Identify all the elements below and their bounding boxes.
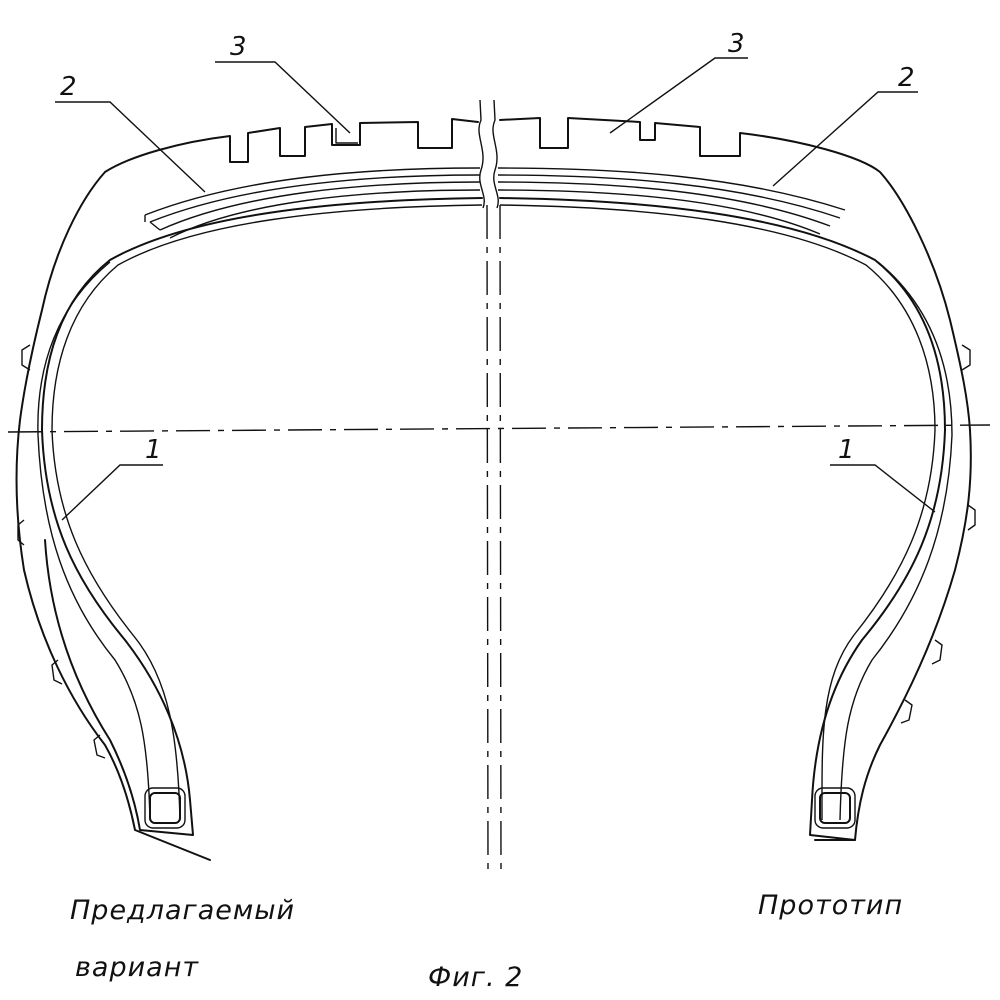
right-belt-layer-4 [497, 189, 821, 235]
left-bead-core [149, 792, 181, 824]
horizontal-center-axis [7, 424, 991, 433]
leader-right-carcass [830, 464, 936, 513]
leader-right-belt [772, 91, 918, 187]
right-half-prototype [497, 117, 976, 841]
center-break-line-right [492, 99, 499, 209]
callout-right-tread: 3 [728, 29, 745, 59]
proposed-variant-label-line1: Предлагаемый [70, 895, 296, 926]
callout-right-carcass: 1 [838, 435, 855, 465]
prototype-label: Прототип [758, 890, 904, 921]
left-carcass-ply-b [37, 261, 151, 821]
right-belt-layer-2 [497, 174, 841, 219]
right-carcass-ply-b [839, 261, 953, 821]
left-sidewall-ribs [17, 344, 106, 759]
callout-left-carcass: 1 [145, 435, 162, 465]
figure-caption: Фиг. 2 [428, 962, 524, 993]
left-belt-layer-3 [159, 181, 481, 231]
proposed-variant-label-line2: вариант [75, 952, 200, 983]
callout-left-tread: 3 [230, 32, 247, 62]
right-sidewall-ribs [900, 344, 976, 724]
left-belt-layer-4 [169, 189, 481, 239]
right-bead-core [819, 792, 851, 824]
callout-right-belt: 2 [898, 63, 915, 93]
left-half-proposed [15, 118, 483, 861]
left-carcass-ply-a [51, 204, 483, 821]
center-break-line-left [478, 99, 485, 209]
callout-left-belt: 2 [60, 72, 77, 102]
vertical-center-axis-right [499, 204, 502, 871]
vertical-center-axis-left [486, 204, 489, 871]
leader-left-belt [55, 101, 206, 193]
right-bead-wrap [814, 787, 856, 829]
left-belt-edge [144, 215, 161, 231]
leader-left-carcass [61, 464, 163, 521]
leader-right-tread [609, 57, 748, 134]
right-carcass-ply-a [499, 204, 936, 821]
right-outer-contour [499, 117, 972, 841]
left-bead-wrap [144, 787, 186, 829]
leader-left-tread [215, 61, 351, 134]
right-belt-layer-3 [497, 181, 831, 227]
left-outer-contour [15, 118, 479, 861]
right-belt-layer-1 [497, 167, 846, 211]
left-inner-liner [41, 197, 483, 836]
left-groove-detail [335, 128, 358, 144]
right-inner-liner [499, 197, 946, 841]
left-belt-layer-1 [144, 167, 481, 216]
left-belt-layer-2 [149, 174, 481, 223]
